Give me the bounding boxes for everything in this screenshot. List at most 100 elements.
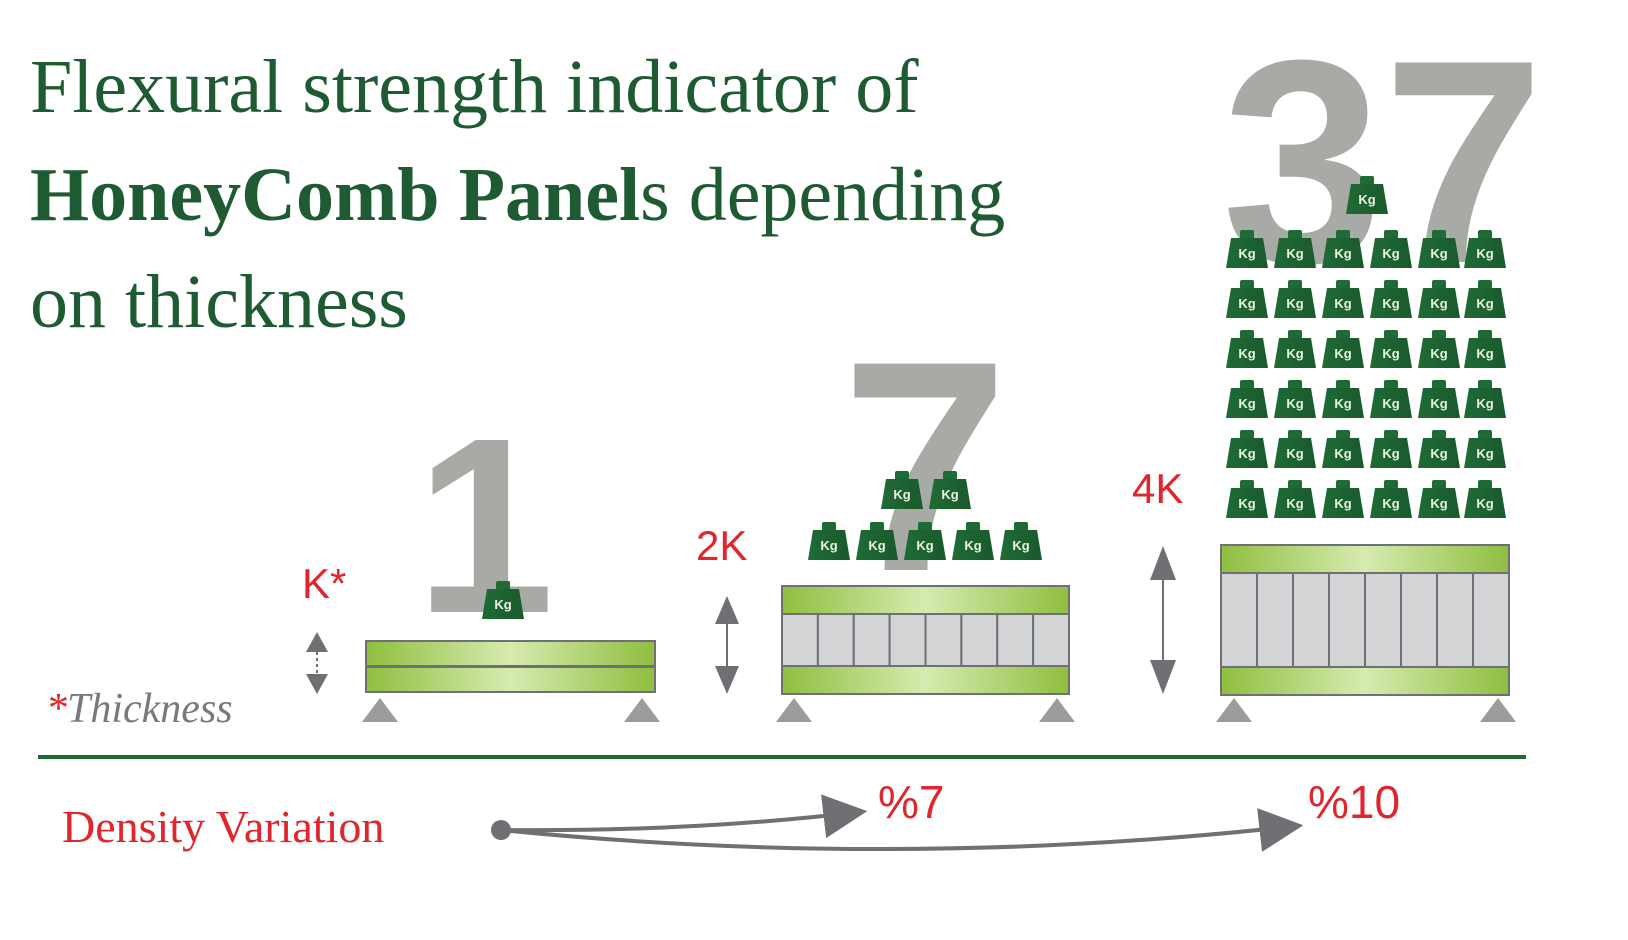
weight-kg-icon: Kg [1226,330,1268,368]
weight-kg-icon: Kg [1418,230,1460,268]
weight-kg-icon: Kg [952,522,994,560]
weight-label: Kg [1430,396,1447,411]
weight-label: Kg [1238,396,1255,411]
weight-kg-icon: Kg [1322,430,1364,468]
weight-label: Kg [941,487,958,502]
weight-label: Kg [1382,246,1399,261]
weight-kg-icon: Kg [1370,280,1412,318]
weight-kg-icon: Kg [1226,280,1268,318]
thickness-arrow-3 [1150,546,1176,694]
weight-kg-icon: Kg [1370,380,1412,418]
weight-kg-icon: Kg [1274,230,1316,268]
panel-1-support-right [624,698,660,722]
weight-label: Kg [1382,346,1399,361]
core-cell [924,613,963,667]
weight-label: Kg [1476,296,1493,311]
weight-kg-icon: Kg [1370,230,1412,268]
weight-label: Kg [1286,296,1303,311]
core-cell [1472,572,1510,668]
title-line-3: on thickness [30,260,408,344]
weight-kg-icon: Kg [1418,280,1460,318]
panel-3-top-skin [1220,544,1510,574]
weight-label: Kg [1238,296,1255,311]
weight-label: Kg [1334,296,1351,311]
weight-label: Kg [1334,446,1351,461]
weight-label: Kg [964,538,981,553]
panel-3-bottom-skin [1220,666,1510,696]
density-value-10: %10 [1308,776,1400,828]
core-cell [1292,572,1330,668]
core-cell [781,613,819,667]
weight-kg-icon: Kg [1418,330,1460,368]
weight-label: Kg [1430,496,1447,511]
weight-kg-icon: Kg [1226,380,1268,418]
core-cell [1256,572,1294,668]
weight-kg-icon: Kg [1464,230,1506,268]
weight-kg-icon: Kg [1274,330,1316,368]
weight-label: Kg [1382,496,1399,511]
core-cell [1328,572,1366,668]
weight-kg-icon: Kg [1226,430,1268,468]
weight-label: Kg [494,597,511,612]
weight-kg-icon: Kg [1322,280,1364,318]
core-cell [852,613,891,667]
weight-kg-icon: Kg [881,471,923,509]
weight-kg-icon: Kg [808,522,850,560]
weight-kg-icon: Kg [1418,480,1460,518]
panel-2-core [781,613,1070,667]
weight-label: Kg [1430,246,1447,261]
weight-label: Kg [1286,246,1303,261]
weight-label: Kg [1286,496,1303,511]
core-cell [960,613,999,667]
panel-1 [362,640,660,722]
weight-label: Kg [916,538,933,553]
weight-label: Kg [1382,446,1399,461]
core-cell [1032,613,1070,667]
weight-kg-icon: Kg [856,522,898,560]
weight-label: Kg [1334,496,1351,511]
panel-3-support-right [1480,698,1516,722]
weight-label: Kg [1334,246,1351,261]
weight-kg-icon: Kg [1418,380,1460,418]
weight-label: Kg [1238,496,1255,511]
core-cell [1220,572,1258,668]
weight-label: Kg [1430,296,1447,311]
weight-label: Kg [1476,446,1493,461]
weight-label: Kg [1476,346,1493,361]
weight-label: Kg [1334,396,1351,411]
weight-kg-icon: Kg [1000,522,1042,560]
weight-label: Kg [1430,446,1447,461]
panel-1-top-skin [365,640,656,667]
panel-1-bottom-skin [365,666,656,693]
thickness-note: *Thickness [46,686,233,732]
weight-kg-icon: Kg [1464,480,1506,518]
weight-kg-icon: Kg [1464,380,1506,418]
weight-kg-icon: Kg [1322,230,1364,268]
weight-label: Kg [1334,346,1351,361]
core-cell [1364,572,1402,668]
weight-kg-icon: Kg [1274,430,1316,468]
panel-3-core [1220,572,1510,668]
weight-kg-icon: Kg [1322,380,1364,418]
panel-3 [1216,544,1516,722]
density-arrow-10 [500,808,1304,852]
weight-label: Kg [868,538,885,553]
title-line-1: Flexural strength indicator of [30,45,919,129]
panel-3-support-left [1216,698,1252,722]
multiplier-7: 7 [842,298,1009,634]
core-cell [816,613,855,667]
core-cell [1400,572,1438,668]
weight-kg-icon: Kg [904,522,946,560]
thickness-note-label: Thickness [67,686,233,732]
core-cell [1436,572,1474,668]
thickness-arrow-1 [306,632,328,694]
weight-label: Kg [1476,496,1493,511]
thickness-asterisk: * [46,686,67,732]
weight-kg-icon: Kg [1274,280,1316,318]
core-cell [888,613,927,667]
density-label: Density Variation [62,801,384,852]
panel-2 [776,585,1075,722]
weight-label: Kg [1238,246,1255,261]
weight-label: Kg [1358,192,1375,207]
weight-label: Kg [1476,246,1493,261]
